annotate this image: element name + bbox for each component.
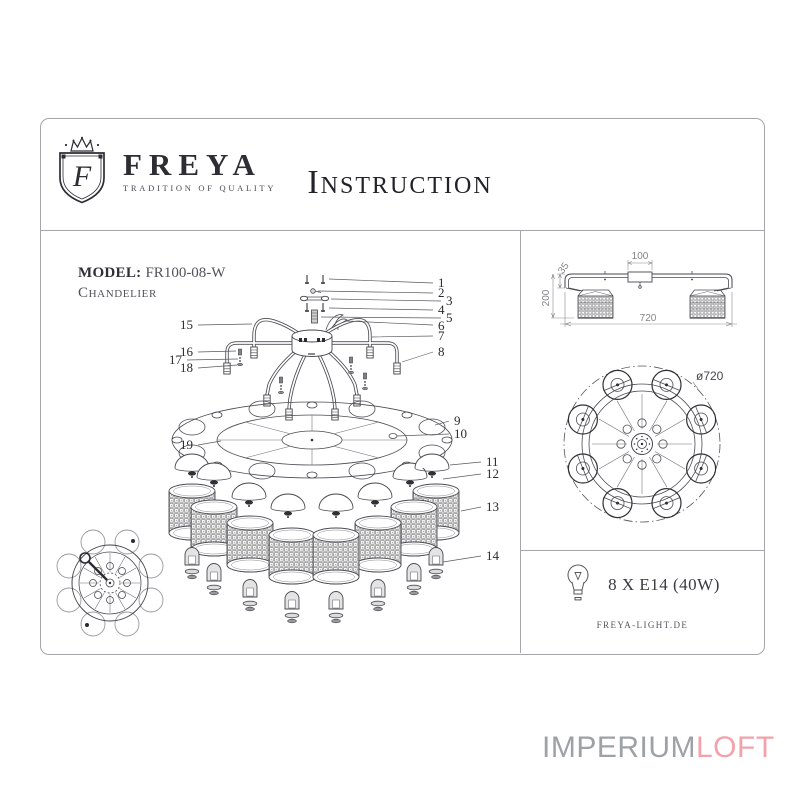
part-label-7: 7 [438, 328, 445, 343]
assembled-top-view [56, 529, 164, 637]
mounting-hardware [299, 274, 348, 332]
part-label-8: 8 [438, 344, 445, 359]
header-divider [40, 230, 764, 231]
part-label-15: 15 [180, 317, 193, 332]
lamp-spec: 8 X E14 (40W) [608, 575, 720, 594]
dimension-drawings: 100 35 200 720 [541, 251, 737, 523]
side-view-drawing: 100 35 200 720 [541, 251, 737, 327]
part-label-19: 19 [180, 437, 193, 452]
model-number: FR100-08-W [145, 265, 226, 281]
monogram: F [72, 160, 92, 193]
brand-name: FREYA [123, 146, 262, 182]
website: FREYA-LIGHT.DE [596, 620, 689, 630]
part-label-12: 12 [486, 466, 499, 481]
dim-height: 200 [541, 289, 552, 306]
part-label-5: 5 [446, 310, 453, 325]
spec-divider [521, 550, 764, 551]
part-label-2: 2 [438, 285, 445, 300]
bulb-icon [567, 564, 589, 601]
part-label-16: 16 [180, 344, 194, 359]
watermark-gray: IMPERIUM [542, 731, 696, 764]
model-label: MODEL: [78, 265, 142, 281]
part-label-18: 18 [180, 360, 193, 375]
dim-top-width: 100 [632, 251, 649, 262]
outer-frame [40, 118, 765, 655]
lamp-spec-section: 8 X E14 (40W) FREYA-LIGHT.DE [521, 551, 764, 653]
part-label-17: 17 [169, 352, 183, 367]
decorative-plate [171, 400, 453, 480]
part-label-1: 1 [438, 275, 445, 290]
top-view-drawing: ø720 [563, 365, 724, 523]
model-info: MODEL:FR100-08-W Chandelier [78, 264, 225, 303]
part-callouts: 1 2 3 4 5 6 7 8 9 10 11 12 13 14 15 16 1… [169, 275, 500, 563]
page-title: Instruction [307, 164, 493, 201]
product-type: Chandelier [78, 284, 157, 301]
shield-crest-icon: F [59, 136, 105, 204]
arms [223, 318, 401, 421]
dim-diameter: ø720 [696, 369, 724, 383]
dim-total-width: 720 [640, 313, 657, 324]
brand-logo: F FREYA TRADITION OF QUALITY [52, 136, 276, 206]
part-label-14: 14 [486, 548, 500, 563]
exploded-diagram: 1 2 3 4 5 6 7 8 9 10 11 12 13 14 15 16 1… [56, 274, 500, 637]
part-label-13: 13 [486, 499, 499, 514]
panel-divider [520, 230, 521, 653]
part-label-11: 11 [486, 454, 499, 469]
part-label-3: 3 [446, 293, 453, 308]
part-label-6: 6 [438, 318, 445, 333]
part-label-10: 10 [454, 426, 467, 441]
brand-tagline: TRADITION OF QUALITY [123, 183, 277, 194]
ceiling-canopy [291, 329, 333, 357]
watermark: IMPERIUMLOFT [542, 731, 775, 765]
part-label-4: 4 [438, 302, 445, 317]
part-label-9: 9 [454, 413, 461, 428]
watermark-pink: LOFT [696, 731, 775, 764]
